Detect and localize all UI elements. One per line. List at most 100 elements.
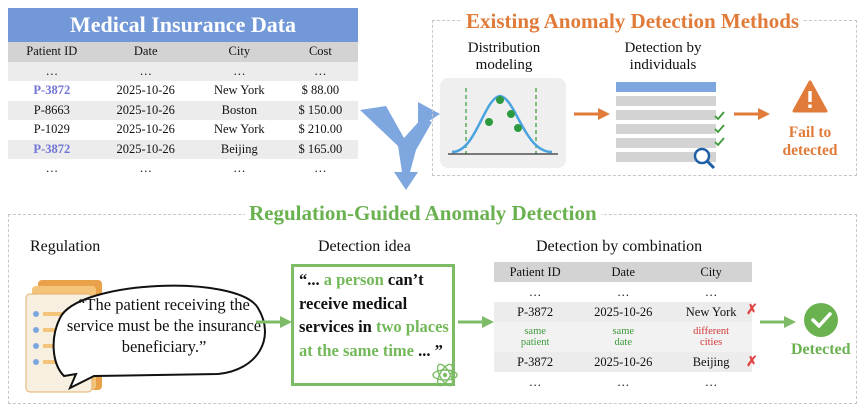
arrow-right-icon bbox=[574, 108, 610, 120]
ellipsis-cell: … bbox=[95, 61, 196, 81]
individuals-caption: Detection by individuals bbox=[608, 40, 718, 74]
split-arrow bbox=[360, 102, 440, 190]
annotation-line: same bbox=[612, 326, 635, 337]
idea-segment: “... bbox=[299, 270, 324, 289]
regulation-guided-title: Regulation-Guided Anomaly Detection bbox=[245, 201, 601, 226]
table-row-ellipsis: … … … bbox=[494, 282, 752, 302]
table-row: P-1029 2025-10-26 New York $ 210.00 bbox=[8, 120, 358, 140]
col-header-patient-id: Patient ID bbox=[8, 42, 96, 62]
distribution-chart bbox=[440, 78, 566, 168]
city-cell: Beijing bbox=[670, 352, 752, 372]
city-cell: Beijing bbox=[195, 139, 283, 159]
annotation-line: cities bbox=[700, 337, 723, 348]
fail-to-detect-label: Fail to detected bbox=[770, 124, 850, 160]
caption-line: individuals bbox=[629, 57, 697, 73]
idea-highlight: two places at the same time bbox=[299, 317, 449, 360]
arrow-right-icon bbox=[760, 316, 796, 328]
medical-table-title: Medical Insurance Data bbox=[8, 8, 358, 42]
city-cell: New York bbox=[213, 83, 265, 98]
ellipsis-cell: … bbox=[139, 161, 152, 176]
distribution-caption: Distribution modeling bbox=[440, 40, 568, 74]
date-cell: 2025-10-26 bbox=[116, 122, 175, 137]
col-header-city: City bbox=[195, 42, 283, 62]
ellipsis-cell: … bbox=[233, 161, 246, 176]
date-cell: 2025-10-26 bbox=[95, 139, 196, 159]
annotation-line: same bbox=[524, 326, 546, 337]
ellipsis-cell: … bbox=[704, 374, 718, 389]
cost-cell: $ 165.00 bbox=[282, 139, 358, 159]
ellipsis-cell: … bbox=[704, 284, 718, 299]
warning-icon bbox=[792, 80, 828, 113]
annotation-line: different bbox=[693, 326, 730, 337]
medical-insurance-table: Patient ID Date City Cost … … … … P-3872… bbox=[8, 42, 358, 179]
col-header-date: Date bbox=[576, 262, 671, 282]
detection-idea-label: Detection idea bbox=[318, 238, 411, 255]
table-row-ellipsis: … … … … bbox=[8, 61, 358, 81]
table-row: P-3872 2025-10-26 New York bbox=[494, 302, 752, 322]
arrow-right-icon bbox=[734, 108, 770, 120]
combination-table: Patient ID Date City … … … P-3872 2025-1… bbox=[494, 262, 752, 392]
regulation-quote: “The patient receiving the service must … bbox=[66, 295, 262, 356]
col-header-patient-id: Patient ID bbox=[494, 262, 577, 282]
annotation-line: patient bbox=[520, 337, 550, 348]
ellipsis-cell: … bbox=[528, 284, 542, 299]
table-row: P-3872 2025-10-26 Beijing bbox=[494, 352, 752, 372]
table-row: P-3872 2025-10-26 Beijing $ 165.00 bbox=[8, 139, 358, 159]
detected-label: Detected bbox=[791, 341, 851, 358]
x-mark-icon: ✗ bbox=[746, 355, 758, 370]
cost-cell: $ 210.00 bbox=[298, 122, 343, 137]
table-row-ellipsis: … … … bbox=[494, 372, 752, 392]
idea-highlight: a person bbox=[323, 270, 384, 289]
regulation-document-icon bbox=[25, 280, 266, 393]
date-cell: 2025-10-26 bbox=[576, 352, 671, 372]
date-cell: 2025-10-26 bbox=[116, 83, 175, 98]
caption-line: modeling bbox=[475, 57, 533, 73]
detection-idea-text: “... a person can’t receive medical serv… bbox=[299, 268, 451, 362]
idea-segment: can’t receive medical services in bbox=[299, 270, 424, 336]
fail-line: Fail to bbox=[788, 124, 832, 141]
col-header-cost: Cost bbox=[282, 42, 358, 62]
table-row: P-3872 2025-10-26 New York $ 88.00 bbox=[8, 81, 358, 101]
date-cell: 2025-10-26 bbox=[95, 100, 196, 120]
arrow-right-icon bbox=[458, 316, 494, 328]
col-header-city: City bbox=[670, 262, 752, 282]
ellipsis-cell: … bbox=[617, 374, 630, 389]
patient-id-cell: P-3872 bbox=[8, 139, 96, 159]
arrow-right-icon bbox=[256, 316, 292, 328]
annotation-line: date bbox=[614, 337, 633, 348]
ellipsis-cell: … bbox=[314, 161, 327, 176]
combination-label: Detection by combination bbox=[536, 238, 703, 255]
cost-cell: $ 150.00 bbox=[282, 100, 358, 120]
ellipsis-cell: … bbox=[528, 374, 542, 389]
cost-cell: $ 88.00 bbox=[301, 83, 340, 98]
city-cell: Boston bbox=[195, 100, 283, 120]
caption-line: Distribution bbox=[467, 40, 541, 56]
patient-id-cell: P-3872 bbox=[494, 352, 577, 372]
patient-id-cell: P-3872 bbox=[33, 83, 71, 98]
ellipsis-cell: … bbox=[45, 161, 59, 176]
city-cell: New York bbox=[213, 122, 265, 137]
ellipsis-cell: … bbox=[195, 61, 283, 81]
table-row: P-8663 2025-10-26 Boston $ 150.00 bbox=[8, 100, 358, 120]
ellipsis-cell: … bbox=[617, 284, 630, 299]
atom-icon bbox=[432, 363, 458, 387]
x-mark-icon: ✗ bbox=[746, 303, 758, 318]
fail-line: detected bbox=[782, 142, 838, 159]
table-row-ellipsis: … … … … bbox=[8, 159, 358, 179]
ellipsis-cell: … bbox=[8, 61, 96, 81]
patient-id-cell: P-8663 bbox=[8, 100, 96, 120]
caption-line: Detection by bbox=[624, 40, 702, 56]
detection-idea-card bbox=[291, 264, 455, 386]
idea-segment: ... ” bbox=[414, 340, 443, 360]
patient-id-cell: P-3872 bbox=[494, 302, 577, 322]
ellipsis-cell: … bbox=[282, 61, 358, 81]
check-circle-icon bbox=[804, 303, 838, 337]
patient-id-cell: P-1029 bbox=[33, 122, 70, 137]
regulation-label: Regulation bbox=[30, 238, 101, 255]
existing-methods-title: Existing Anomaly Detection Methods bbox=[462, 9, 804, 34]
individual-list-icon bbox=[616, 82, 725, 170]
